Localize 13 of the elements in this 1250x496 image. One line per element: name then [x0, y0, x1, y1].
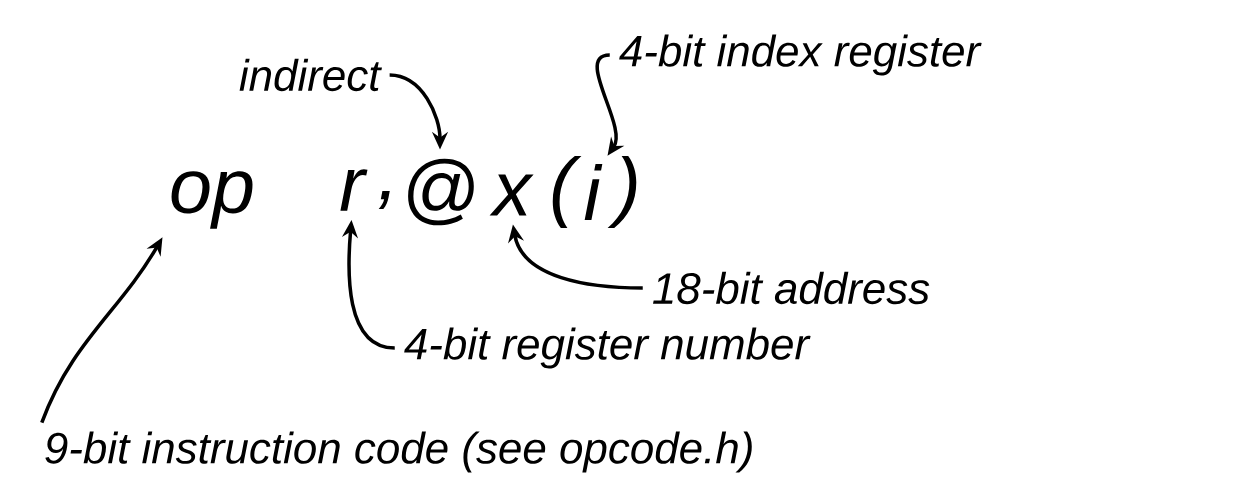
punctuation-mark: (	[552, 156, 582, 228]
punctuation-mark: ,	[378, 190, 390, 210]
assembly-token: i	[584, 164, 603, 220]
assembly-token: x	[489, 174, 534, 216]
annotation-text: 18-bit address	[653, 271, 930, 305]
assembly-token: @	[408, 158, 474, 226]
annotation-text: 4-bit index register	[619, 34, 982, 76]
assembly-token: op	[171, 171, 253, 229]
assembly-token: r	[340, 169, 368, 211]
annotation-text: 4-bit register number	[404, 327, 811, 369]
annotation-text: indirect	[239, 58, 382, 92]
annotation-text: 9-bit instruction code (see opcode.h)	[45, 431, 752, 473]
punctuation-mark: )	[607, 156, 637, 228]
